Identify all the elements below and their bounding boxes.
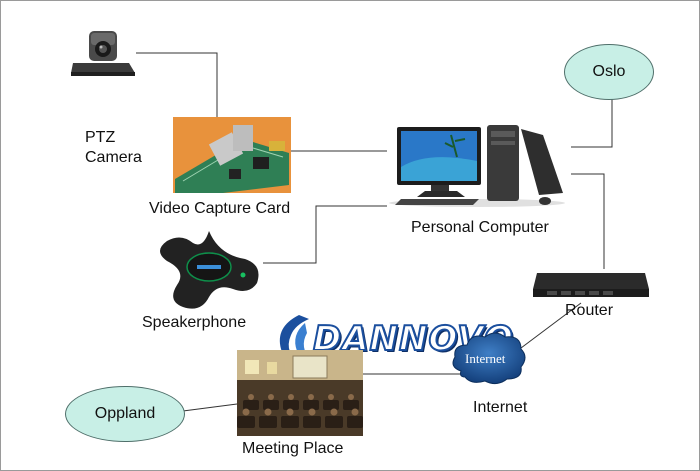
oppland-location-bubble: Oppland	[65, 386, 185, 442]
oslo-label: Oslo	[592, 63, 626, 80]
router-to-internet-line	[520, 302, 582, 349]
meeting-room-icon	[237, 350, 363, 436]
oppland-to-meeting-line	[182, 403, 238, 412]
camera-to-card-line	[136, 52, 218, 119]
oslo-location-bubble: Oslo	[564, 44, 654, 100]
computer-to-router-line	[571, 173, 605, 269]
oppland-label: Oppland	[94, 405, 156, 422]
speakerphone-icon	[160, 231, 259, 309]
computer-icon	[389, 125, 565, 207]
video-capture-card-label: Video Capture Card	[149, 200, 291, 217]
meeting-place-label: Meeting Place	[242, 440, 344, 457]
router-icon	[533, 273, 649, 297]
capture-card-icon	[173, 117, 291, 193]
internet-label: Internet	[473, 399, 528, 416]
router-label: Router	[565, 302, 614, 319]
personal-computer-label: Personal Computer	[411, 219, 549, 236]
cloud-icon: Internet	[452, 332, 526, 385]
computer-to-oslo-line	[571, 97, 613, 148]
ptz-camera-label: PTZ Camera	[85, 129, 142, 166]
internet-cloud-text: Internet	[465, 351, 506, 366]
speakerphone-label: Speakerphone	[142, 314, 247, 331]
ptz-camera-icon	[71, 31, 135, 76]
speaker-to-computer-line	[263, 205, 387, 264]
